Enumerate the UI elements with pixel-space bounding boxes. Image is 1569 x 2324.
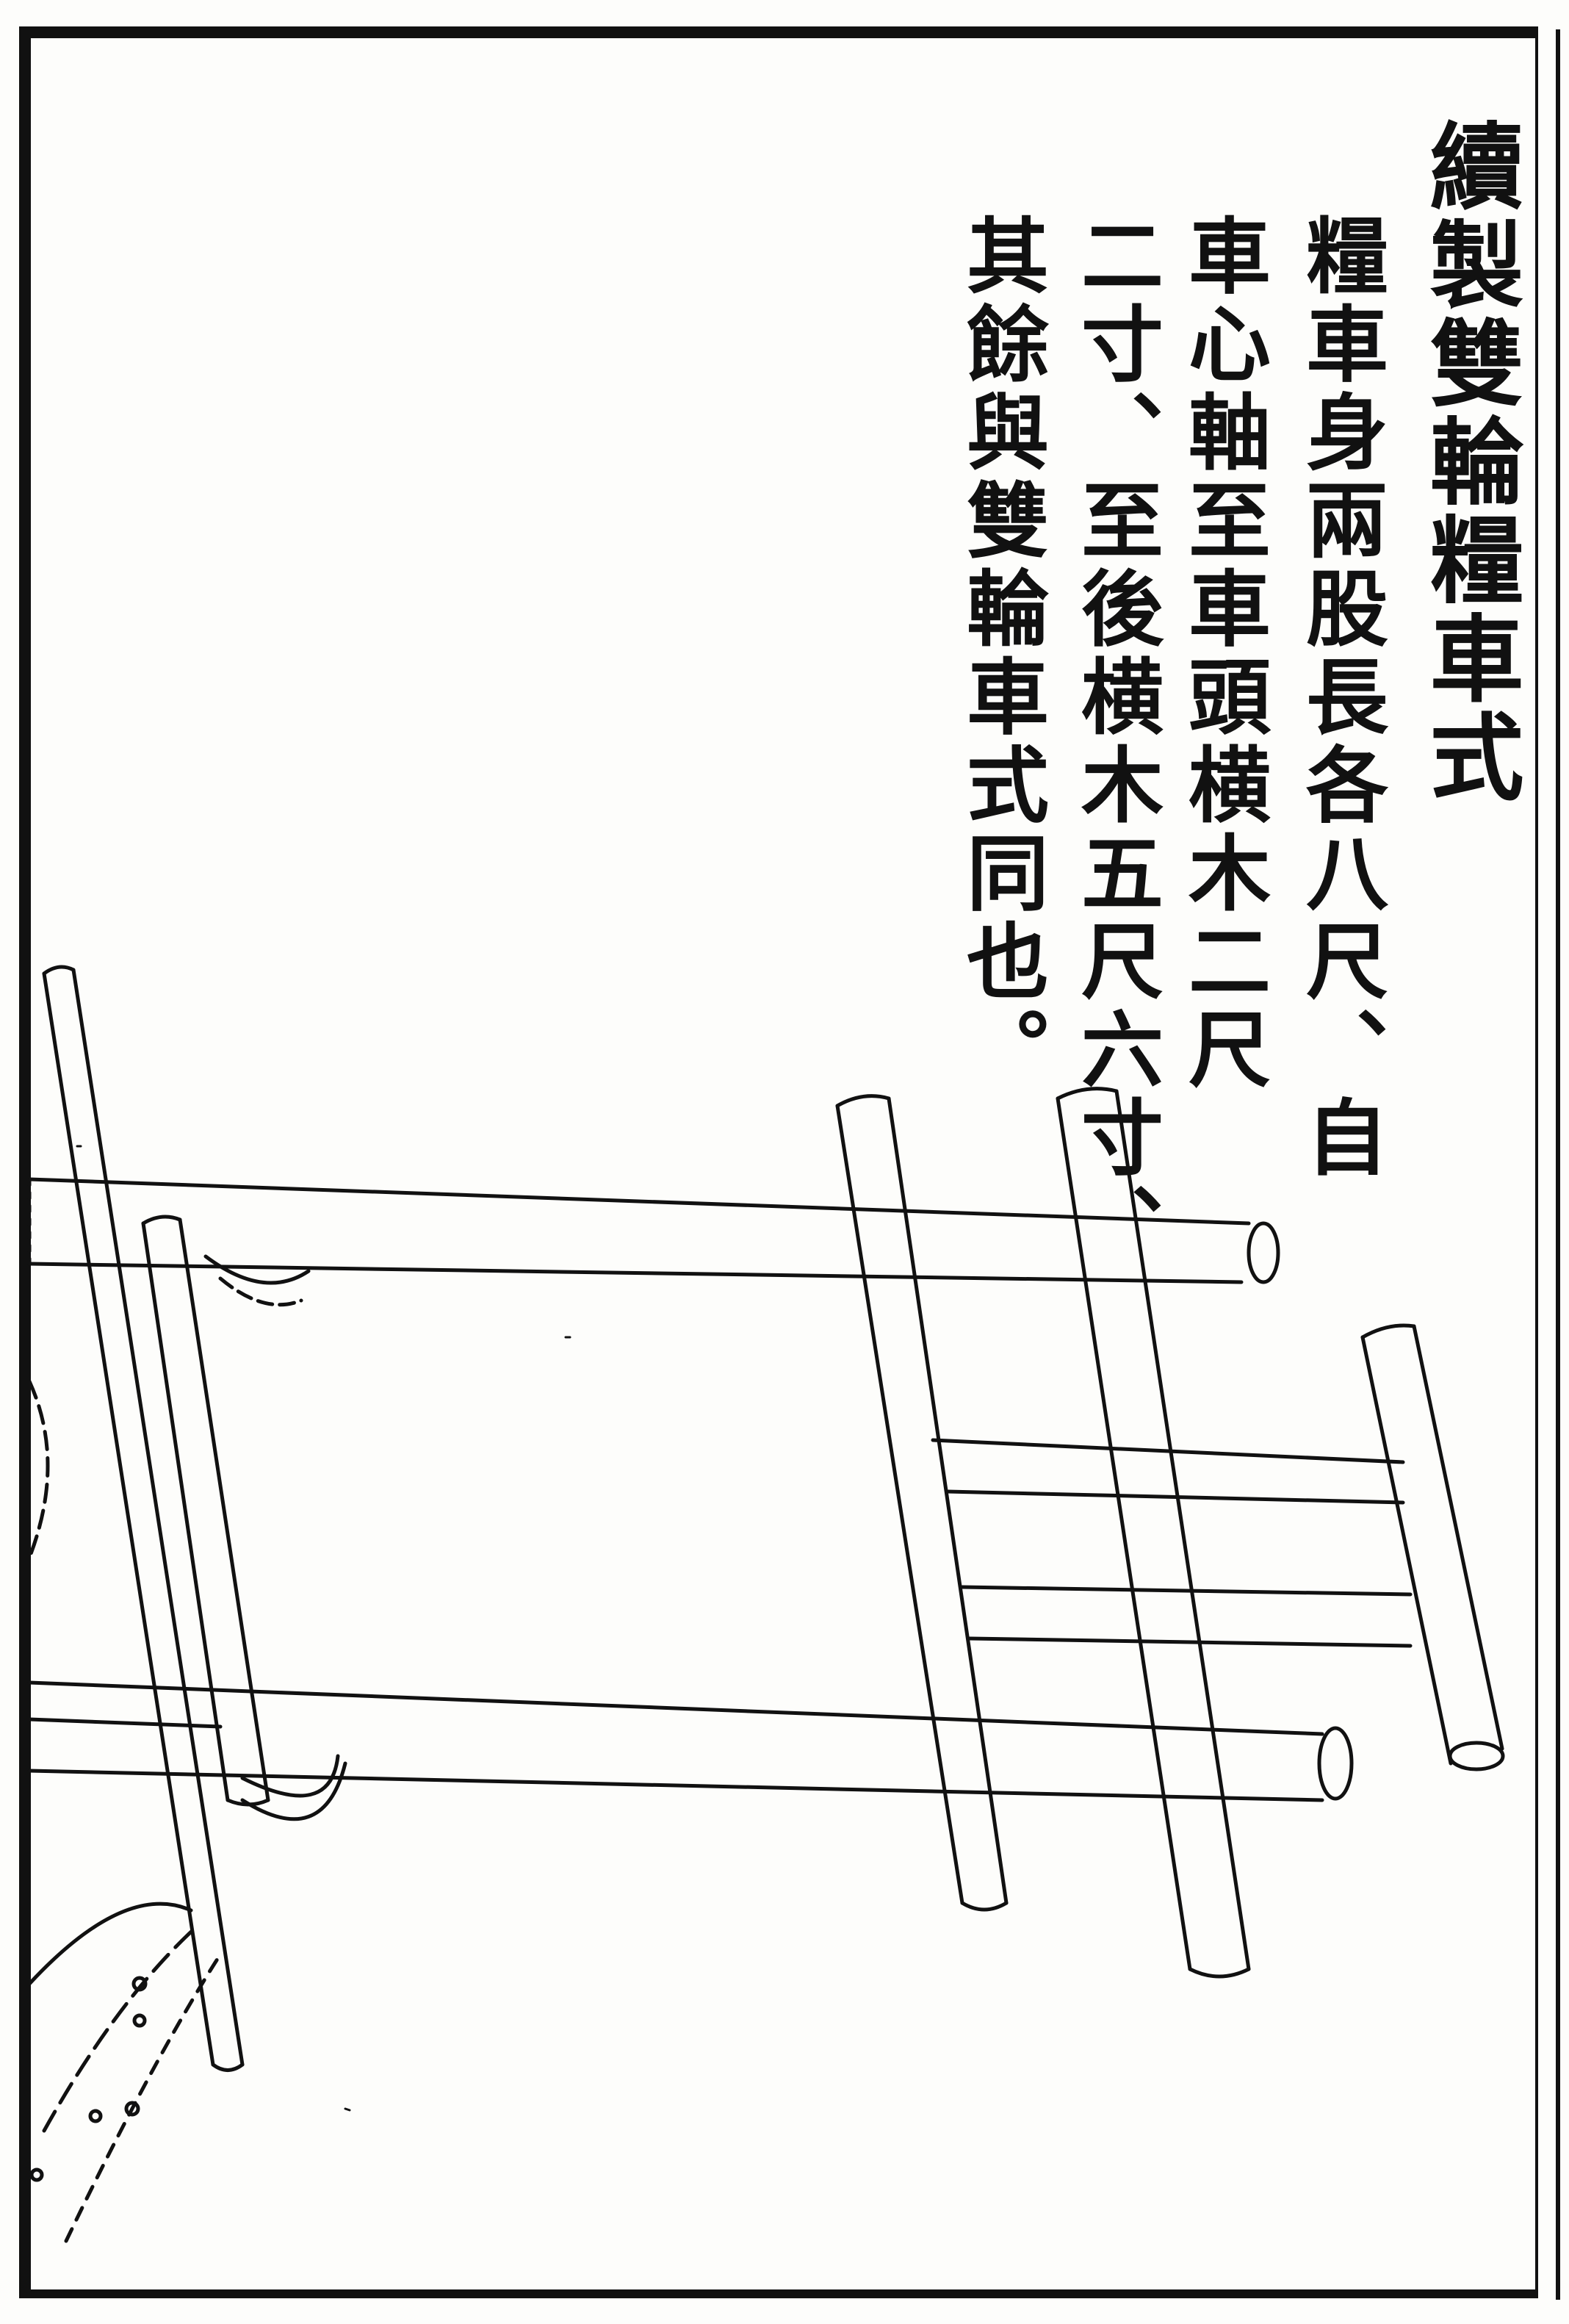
rear-crossbar	[1056, 1087, 1251, 1979]
caption-column-2: 車心軸至車頭横木二尺	[1175, 213, 1271, 1095]
middle-crossbar	[835, 1094, 1009, 1912]
wheel	[27, 1254, 347, 2243]
front-crossbar	[1360, 1323, 1505, 1771]
caption-column-4: 其餘與雙輪車式同也。	[953, 213, 1049, 1095]
lower-shaft	[27, 1680, 1354, 1802]
upper-shaft	[27, 1177, 1280, 1284]
middle-plank	[931, 1438, 1413, 1648]
right-margin-rule	[1556, 29, 1560, 2300]
caption-column-1: 糧車身兩股長各八尺、自	[1292, 213, 1388, 1183]
illustration-title: 續製雙輪糧車式	[1413, 118, 1523, 807]
left-crossbar-outer	[42, 965, 245, 2072]
left-crossbar-inner	[141, 1215, 270, 1807]
page-border-frame	[19, 26, 1538, 2298]
print-specks	[76, 1145, 571, 2112]
